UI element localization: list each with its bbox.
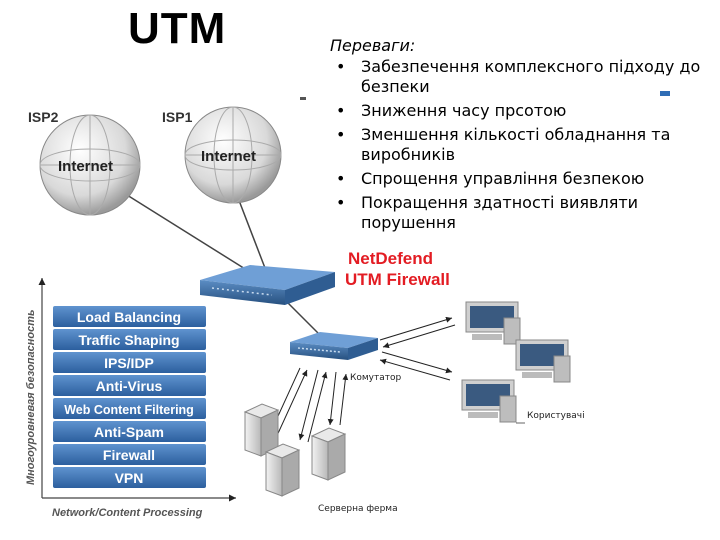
internet-globe-isp2: Internet: [39, 114, 141, 216]
benefit-item: Зниження часу прсотою: [330, 101, 710, 121]
switch-label: Комутатор: [350, 373, 402, 383]
firewall-name-line1: NetDefend: [348, 249, 433, 268]
x-axis-label: Network/Content Processing: [52, 507, 203, 519]
layer-web-content-filtering: Web Content Filtering: [64, 403, 194, 417]
benefits-list: Переваги: Забезпечення комплексного підх…: [330, 36, 710, 237]
security-layers: Load Balancing Traffic Shaping IPS/IDP A…: [53, 306, 206, 488]
netdefend-firewall-icon: [200, 265, 335, 305]
switch-users-arrows: [379, 316, 456, 381]
isp2-label: ISP2: [28, 109, 59, 125]
layer-traffic-shaping: Traffic Shaping: [78, 332, 179, 348]
user-computer-icon: [461, 379, 517, 423]
benefit-item: Забезпечення комплексного підходу до без…: [330, 57, 710, 97]
accent-mark: [300, 97, 306, 100]
layer-firewall: Firewall: [103, 447, 155, 463]
y-axis-label: Многоуровневая безопасность: [25, 309, 37, 485]
layer-vpn: VPN: [115, 470, 144, 486]
link-isp1-firewall: [234, 189, 266, 269]
benefits-heading: Переваги:: [330, 36, 416, 55]
user-computer-icon: [465, 301, 521, 345]
firewall-name-line2: UTM Firewall: [345, 270, 450, 289]
layer-load-balancing: Load Balancing: [77, 309, 181, 325]
benefit-item: Покращення здатності виявляти порушення: [330, 193, 710, 233]
layer-anti-spam: Anti-Spam: [94, 424, 164, 440]
slide-title: UTM: [128, 4, 227, 53]
globe-label: Internet: [201, 148, 256, 165]
layer-ips-idp: IPS/IDP: [104, 355, 154, 371]
benefit-item: Спрощення управління безпекою: [330, 169, 710, 189]
server-icon: [243, 403, 280, 457]
users-label: Користувачі: [527, 411, 585, 421]
isp1-label: ISP1: [162, 109, 193, 125]
internet-globe-isp1: Internet: [184, 106, 282, 204]
layer-anti-virus: Anti-Virus: [96, 378, 163, 394]
benefit-item: Зменшення кількості обладнання та виробн…: [330, 125, 710, 165]
server-icon: [310, 427, 347, 481]
accent-mark: [660, 91, 670, 96]
user-computer-icon: [515, 339, 571, 383]
globe-label: Internet: [58, 158, 113, 175]
servers-label: Серверна ферма: [318, 504, 398, 514]
server-icon: [264, 443, 301, 497]
switch-icon: [290, 332, 378, 360]
